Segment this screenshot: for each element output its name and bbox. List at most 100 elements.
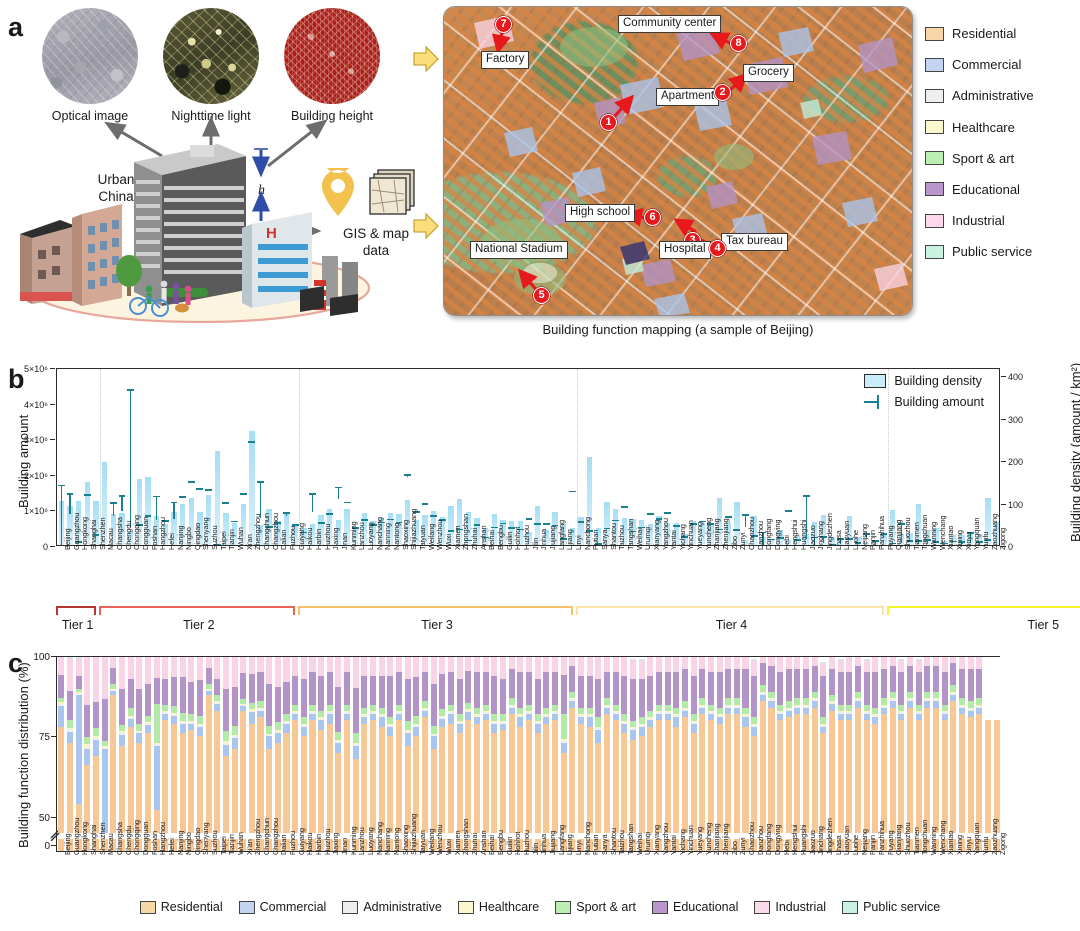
function-stacked-bar[interactable] [361,656,368,851]
density-bar[interactable] [67,505,73,545]
function-stacked-bar[interactable] [681,656,688,851]
function-stacked-bar[interactable] [898,656,905,851]
function-stacked-bar[interactable] [534,656,541,851]
density-bar[interactable] [327,508,333,545]
density-bar[interactable] [673,523,679,545]
density-bar[interactable] [223,513,229,545]
density-bar[interactable] [604,502,610,545]
density-bar[interactable] [734,502,740,545]
amount-range-line[interactable] [970,532,972,544]
density-bar[interactable] [621,518,627,545]
density-bar[interactable] [474,517,480,545]
density-bar[interactable] [959,534,965,545]
density-bar[interactable] [353,528,359,545]
density-bar[interactable] [993,521,999,545]
map-label-grocery[interactable]: Grocery [743,64,794,83]
function-stacked-bar[interactable] [214,656,221,851]
density-bar[interactable] [820,514,827,545]
density-bar[interactable] [491,514,498,545]
density-bar[interactable] [197,511,203,545]
density-bar[interactable] [127,531,134,545]
function-stacked-bar[interactable] [638,656,645,851]
density-bar[interactable] [742,539,749,545]
density-bar[interactable] [240,504,246,545]
density-bar[interactable] [829,536,835,545]
density-bar[interactable] [569,528,575,545]
density-bar[interactable] [656,515,662,545]
density-bar[interactable] [500,520,506,545]
density-bar[interactable] [301,527,307,545]
function-stacked-bar[interactable] [907,656,914,851]
density-bar[interactable] [508,520,515,545]
map-label-tax-bureau[interactable]: Tax bureau [721,233,788,252]
density-bar[interactable] [431,510,437,545]
function-stacked-bar[interactable] [612,656,619,851]
map-marker-2[interactable]: 2 [714,84,731,101]
function-stacked-bar[interactable] [820,656,827,851]
map-marker-6[interactable]: 6 [644,209,661,226]
density-bar[interactable] [950,534,957,545]
amount-range-line[interactable] [285,512,288,516]
map-label-apartment[interactable]: Apartment [656,88,720,107]
density-bar[interactable] [638,519,645,545]
density-bar[interactable] [75,500,82,545]
amount-range-line[interactable] [744,513,747,527]
function-stacked-bar[interactable] [889,656,896,851]
density-bar[interactable] [101,462,108,545]
density-bar[interactable] [812,521,818,545]
function-stacked-bar[interactable] [958,656,966,851]
function-stacked-bar[interactable] [759,656,766,851]
function-stacked-bar[interactable] [725,656,732,851]
density-bar[interactable] [890,510,896,545]
density-bar[interactable] [413,519,420,545]
function-stacked-bar[interactable] [491,656,498,851]
density-bar[interactable] [448,505,454,545]
density-bar[interactable] [93,500,99,545]
density-bar[interactable] [881,535,887,545]
amount-range-line[interactable] [173,501,175,519]
function-stacked-bar[interactable] [231,656,238,851]
function-stacked-bar[interactable] [829,656,836,851]
density-bar[interactable] [231,522,238,545]
density-bar[interactable] [275,521,281,545]
density-bar[interactable] [855,536,861,545]
amount-range-line[interactable] [978,541,981,545]
amount-range-line[interactable] [840,538,842,544]
amount-range-line[interactable] [822,536,825,543]
amount-range-line[interactable] [155,495,158,521]
map-label-hospital[interactable]: Hospital [659,241,711,260]
density-bar[interactable] [361,512,368,545]
function-stacked-bar[interactable] [950,656,957,851]
density-bar[interactable] [682,533,688,545]
map-label-community-center[interactable]: Community center [618,15,722,34]
map-label-national-stadium[interactable]: National Stadium [470,241,568,260]
function-stacked-bar[interactable] [855,656,862,851]
amount-range-line[interactable] [814,536,816,545]
density-bar[interactable] [439,517,446,545]
density-bar[interactable] [699,522,705,545]
function-stacked-bar[interactable] [924,656,931,851]
density-bar[interactable] [517,520,523,545]
amount-range-line[interactable] [874,540,877,545]
density-bar[interactable] [84,482,90,545]
density-bar[interactable] [153,516,160,545]
function-stacked-bar[interactable] [777,656,784,851]
function-stacked-bar[interactable] [318,656,325,851]
amount-range-line[interactable] [900,522,903,543]
function-stacked-bar[interactable] [881,656,888,851]
amount-range-line[interactable] [805,494,807,540]
function-stacked-bar[interactable] [967,656,974,851]
density-bar[interactable] [110,513,116,545]
function-stacked-bar[interactable] [560,656,567,851]
amount-range-line[interactable] [762,531,764,545]
density-bar[interactable] [864,542,870,545]
function-stacked-bar[interactable] [647,656,654,851]
density-bar[interactable] [214,451,220,545]
function-stacked-bar[interactable] [664,656,671,851]
function-stacked-bar[interactable] [517,656,524,851]
map-label-factory[interactable]: Factory [481,51,530,70]
density-bar[interactable] [344,509,350,545]
map-marker-7[interactable]: 7 [495,16,512,33]
amount-range-line[interactable] [259,480,262,519]
function-stacked-bar[interactable] [984,656,992,851]
